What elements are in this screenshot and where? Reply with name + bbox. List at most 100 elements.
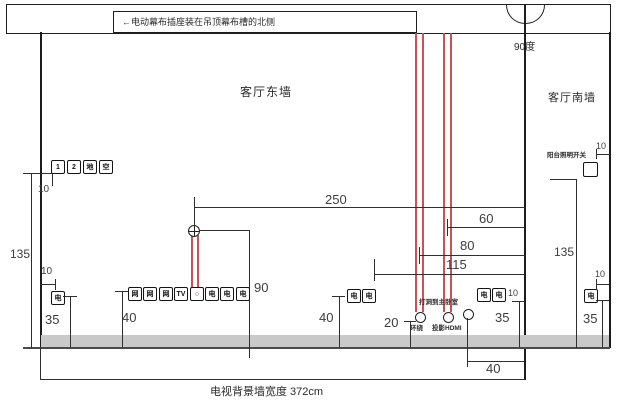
dim-40-mid-tick xyxy=(332,296,345,297)
surround-label: 环绕 xyxy=(410,325,423,332)
dim-135-right-line xyxy=(576,179,577,348)
switch-box-1-label: 1 xyxy=(56,163,60,171)
east-wall-label: 客厅东墙 xyxy=(240,85,293,99)
south-wall-label: 客厅南墙 xyxy=(548,92,596,104)
corner-power-outlet-2-label: 电 xyxy=(495,291,503,299)
dim-250-line xyxy=(194,207,525,208)
row-outlet-1: 网 xyxy=(128,287,142,301)
dim-10-panel-value: 10 xyxy=(38,184,50,195)
dim-372-line xyxy=(40,379,525,380)
row-outlet-1-label: 网 xyxy=(131,290,139,298)
dim-90-bracket xyxy=(199,230,250,231)
row-outlet-4-label: TV xyxy=(176,290,186,298)
wall-hole-circle-icon xyxy=(463,309,474,320)
balcony-switch-box xyxy=(583,162,598,177)
switch-box-2-label: 2 xyxy=(72,163,76,171)
row-outlet-2: 网 xyxy=(143,287,157,301)
dim-135-left-value: 135 xyxy=(10,247,31,261)
dim-20-line xyxy=(410,322,411,347)
dim-10-switch-value: 10 xyxy=(596,141,607,151)
dim-115-tick xyxy=(374,259,375,281)
curtain-note-text: ←电动幕布插座装在吊顶幕布槽的北侧 xyxy=(122,17,276,27)
dim-135-left-line xyxy=(31,173,32,348)
dim-10-right-tick xyxy=(596,279,597,289)
curtain-note-box: ←电动幕布插座装在吊顶幕布槽的北侧 xyxy=(113,11,417,33)
mid-power-outlet-1-label: 电 xyxy=(350,292,358,300)
wall-hole-label: 打洞到主卧室 xyxy=(419,299,458,306)
dim-20-value: 20 xyxy=(384,315,399,330)
row-outlet-2-label: 网 xyxy=(146,290,154,298)
dim-40-hole-value: 40 xyxy=(486,361,501,376)
dim-135-right-top-tick xyxy=(550,179,576,180)
dim-10-switch-tick xyxy=(596,149,597,159)
dim-80-tick xyxy=(419,247,420,264)
corner-line xyxy=(524,5,526,380)
dim-40-mid-line xyxy=(339,296,340,347)
dim-90-bottom-overshoot xyxy=(249,348,250,358)
mid-power-outlet-1: 电 xyxy=(347,289,361,303)
conduit-projector-line-1 xyxy=(443,33,445,312)
corner-power-outlet-1: 电 xyxy=(477,288,491,302)
dim-372-left-leader xyxy=(40,348,41,380)
dim-10-right-value: 10 xyxy=(595,269,606,279)
dim-115-line xyxy=(374,274,525,275)
projector-hdmi-label: 投影HDMI xyxy=(432,325,462,332)
corner-power-outlet-2: 电 xyxy=(492,288,506,302)
dim-10-right-line xyxy=(596,284,609,285)
total-width-label: 电视背景墙宽度 372cm xyxy=(210,386,324,398)
dim-60-value: 60 xyxy=(479,211,494,226)
dim-40-mid-value: 40 xyxy=(319,310,334,325)
dim-35-left-line xyxy=(70,296,71,347)
dim-10-left-tick xyxy=(55,279,56,290)
dim-60-line xyxy=(447,227,525,228)
dim-10-switch-line xyxy=(596,154,610,155)
wall-hole-leader xyxy=(467,318,468,367)
left-power-outlet: 电 xyxy=(51,291,65,305)
row-outlet-8-label: 电 xyxy=(239,290,247,298)
dim-40-hole-line xyxy=(467,361,524,362)
dim-40-row-line xyxy=(122,291,123,347)
conduit-surround-line-2 xyxy=(422,33,424,312)
floor-line xyxy=(23,347,610,349)
dim-250-value: 250 xyxy=(325,192,347,207)
dim-20-tick xyxy=(404,321,416,322)
left-power-outlet-label: 电 xyxy=(54,294,62,302)
switch-box-3: 地 xyxy=(83,160,97,174)
row-outlet-5: ○ xyxy=(190,287,204,301)
mid-power-outlet-2: 电 xyxy=(362,289,376,303)
dim-10-corner-value: 10 xyxy=(508,288,519,298)
switch-box-1: 1 xyxy=(51,160,65,174)
dim-10-left-value: 10 xyxy=(41,266,53,277)
balcony-switch-label: 阳台照明开关 xyxy=(547,152,586,159)
row-outlet-6-label: 电 xyxy=(208,290,216,298)
dim-35-corner-value: 35 xyxy=(495,310,510,325)
conduit-surround-line-1 xyxy=(415,33,417,312)
row-outlet-8: 电 xyxy=(236,287,250,301)
dim-250-tick xyxy=(194,197,195,226)
dim-135-left-top-tick xyxy=(23,173,53,174)
switch-box-2: 2 xyxy=(67,160,81,174)
right-power-outlet: 电 xyxy=(584,289,598,303)
dim-40-row-tick xyxy=(115,291,128,292)
dim-60-tick xyxy=(447,219,448,236)
row-outlet-5-label: ○ xyxy=(194,290,200,298)
dim-35-right-value: 35 xyxy=(583,311,598,326)
right-power-outlet-label: 电 xyxy=(587,292,595,300)
row-outlet-3: 网 xyxy=(159,287,173,301)
curtain-socket-cross-v xyxy=(194,225,195,237)
conduit-curtain-line-2 xyxy=(197,235,199,287)
dim-80-line xyxy=(419,255,525,256)
projector-port-circle-icon xyxy=(443,312,454,323)
right-wall-edge xyxy=(609,32,611,348)
switch-box-3-label: 地 xyxy=(86,163,94,171)
row-outlet-4: TV xyxy=(174,287,188,301)
row-outlet-7: 电 xyxy=(220,287,234,301)
row-outlet-7-label: 电 xyxy=(223,290,231,298)
dim-35-corner-line xyxy=(519,301,520,347)
dim-40-row-value: 40 xyxy=(122,310,137,325)
conduit-projector-line-2 xyxy=(450,33,452,312)
conduit-curtain-line-1 xyxy=(191,235,193,287)
curtain-socket-symbol-icon xyxy=(188,225,200,237)
dim-10-left-line xyxy=(40,284,56,285)
dim-90-value: 90 xyxy=(254,280,269,295)
